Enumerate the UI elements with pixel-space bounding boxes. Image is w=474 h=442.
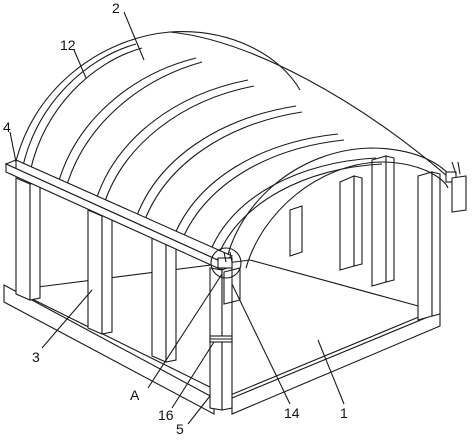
front-posts [15,177,177,363]
label-5: 5 [176,421,184,437]
label-14: 14 [284,405,300,421]
label-a: A [130,387,140,403]
label-16: 16 [158,407,174,423]
leader-lines [9,11,345,425]
callout-labels: 2 12 4 3 A 16 5 14 1 [3,0,348,437]
label-2: 2 [112,0,120,16]
back-posts [289,155,441,321]
detail-circle-a [210,247,242,279]
label-3: 3 [32,349,40,365]
label-1: 1 [340,405,348,421]
base-frame [3,259,441,415]
back-clamp [445,161,467,213]
label-4: 4 [3,119,11,135]
label-12: 12 [60,37,76,53]
